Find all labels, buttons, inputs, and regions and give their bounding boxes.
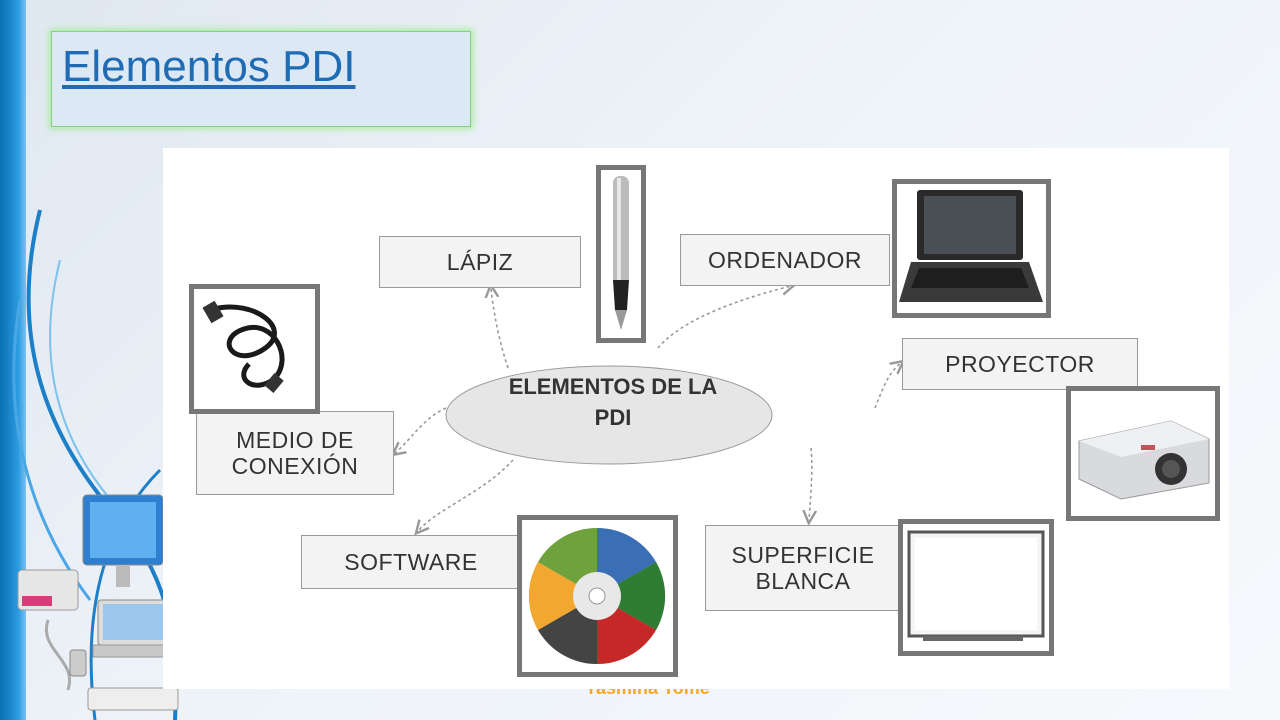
arrow-to-software bbox=[418, 459, 514, 531]
center-label: ELEMENTOS DE LA PDI bbox=[463, 372, 763, 434]
node-superficie-line1: SUPERFICIE bbox=[731, 541, 875, 568]
computer-clipart-icon bbox=[17, 494, 179, 711]
arrow-to-lapiz bbox=[491, 288, 509, 369]
arrow-to-ordenador bbox=[657, 286, 791, 349]
node-proyector: PROYECTOR bbox=[902, 338, 1138, 390]
whiteboard-image bbox=[898, 519, 1054, 656]
node-superficie-blanca: SUPERFICIE BLANCA bbox=[705, 525, 901, 611]
arrow-to-superficie bbox=[809, 447, 812, 520]
node-ordenador: ORDENADOR bbox=[680, 234, 890, 286]
arrow-to-medio bbox=[395, 407, 447, 453]
title-box: Elementos PDI bbox=[51, 31, 471, 127]
center-ellipse bbox=[445, 365, 773, 465]
node-software: SOFTWARE bbox=[301, 535, 521, 589]
center-label-line1: ELEMENTOS DE LA bbox=[508, 374, 718, 399]
node-medio-line1: MEDIO DE bbox=[236, 426, 354, 453]
diagram-connectors bbox=[163, 148, 1229, 689]
center-label-line2: PDI bbox=[594, 404, 632, 430]
node-lapiz: LÁPIZ bbox=[379, 236, 581, 288]
cable-image bbox=[189, 284, 320, 414]
pen-image bbox=[596, 165, 646, 343]
node-superficie-line2: BLANCA bbox=[755, 568, 851, 594]
arrow-to-proyector bbox=[874, 363, 901, 409]
diagram-panel: ELEMENTOS DE LA PDI LÁPIZ ORDENADOR PROY… bbox=[163, 148, 1229, 689]
node-medio-conexion: MEDIO DE CONEXIÓN bbox=[196, 411, 394, 495]
node-medio-line2: CONEXIÓN bbox=[231, 453, 359, 479]
software-cd-image bbox=[517, 515, 678, 677]
projector-image bbox=[1066, 386, 1220, 521]
page-title[interactable]: Elementos PDI bbox=[62, 42, 356, 91]
laptop-image bbox=[892, 179, 1051, 318]
